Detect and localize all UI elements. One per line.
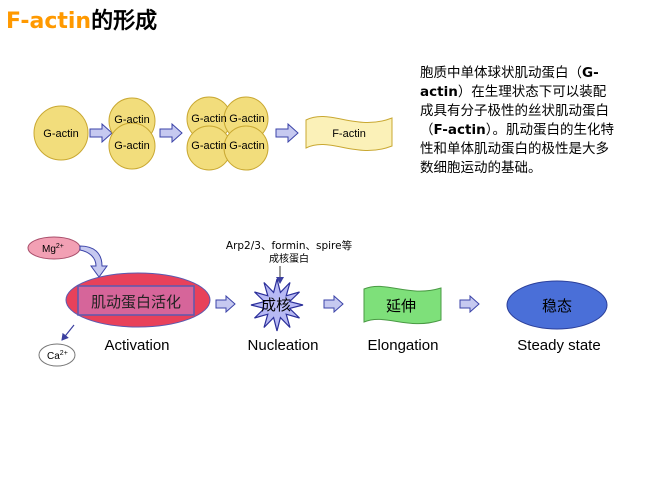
ca-label: Ca2+ — [47, 350, 68, 362]
activation-rect — [77, 285, 195, 316]
desc-g-actin: G- actin — [420, 65, 599, 100]
desc-part-3: ）。肌动蛋白的生化特性和单体肌动蛋白的极性是大多数细胞运动的基础。 — [420, 122, 614, 176]
tetramer-label: G-actin — [229, 113, 264, 125]
filament-shape — [305, 116, 393, 151]
nucleators-line2: 成核蛋白 — [269, 252, 309, 265]
nucleation-star — [250, 278, 304, 332]
slide-title: F-actin的形成 — [6, 3, 157, 35]
dimer-circle-bottom — [108, 122, 156, 170]
filament-label: F-actin — [332, 128, 366, 140]
elongation-label-en: Elongation — [368, 337, 439, 354]
g-actin-monomer: G-actin — [33, 105, 89, 161]
steady-state-ellipse — [506, 280, 608, 330]
activation-label-zh: 肌动蛋白活化 — [91, 293, 181, 311]
elongation-shape — [363, 285, 442, 325]
monomer-label: G-actin — [43, 128, 78, 140]
nucleation-label-en: Nucleation — [248, 337, 319, 354]
dimer-label-top: G-actin — [114, 114, 149, 126]
tetramer-circle — [223, 125, 269, 171]
ca-ion: Ca2+ — [38, 343, 76, 367]
g-actin-dimer: G-actin G-actin — [108, 97, 156, 170]
nucleation-label-zh: 成核 — [261, 296, 291, 314]
activation-label-en: Activation — [104, 337, 169, 354]
steady-state-label-zh: 稳态 — [542, 297, 572, 315]
description-text: 胞质中单体球状肌动蛋白（G- actin）在生理状态下可以装配成具有分子极性的丝… — [420, 64, 616, 178]
f-actin-filament: F-actin — [305, 116, 393, 151]
arrow-icon — [89, 122, 113, 144]
arrow-icon — [159, 122, 183, 144]
mg-ion: Mg2+ — [27, 236, 81, 260]
mg-label: Mg2+ — [42, 243, 64, 255]
dimer-label-bottom: G-actin — [114, 140, 149, 152]
arrow-icon — [275, 122, 299, 144]
tetramer-label: G-actin — [229, 140, 264, 152]
curved-arrow-icon — [79, 245, 108, 278]
activation-step: 肌动蛋白活化 Activation — [65, 272, 211, 354]
title-zh: 的形成 — [91, 9, 158, 34]
arrow-icon — [215, 294, 236, 314]
title-en: F-actin — [6, 9, 92, 34]
desc-part-2: ）在生理状态下可以装配成具有分子极性的丝状肌动蛋白（ — [420, 84, 609, 138]
nucleation-step: 成核 Nucleation — [248, 278, 319, 354]
arrow-icon — [323, 294, 344, 314]
g-actin-tetramer: G-actin G-actin G-actin G-actin — [186, 96, 269, 171]
elongation-step: 延伸 Elongation — [363, 285, 442, 354]
nucleators: Arp2/3、formin、spire等 成核蛋白 — [226, 239, 353, 284]
nucleators-line1: Arp2/3、formin、spire等 — [226, 239, 353, 252]
desc-f-actin: F-actin — [433, 122, 486, 138]
desc-part-1: 胞质中单体球状肌动蛋白（ — [420, 65, 582, 81]
monomer-circle — [33, 105, 89, 161]
tetramer-label: G-actin — [191, 113, 226, 125]
steady-state-label-en: Steady state — [517, 337, 600, 354]
tetramer-label: G-actin — [191, 140, 226, 152]
elongation-label-zh: 延伸 — [386, 297, 416, 315]
steady-state-step: 稳态 Steady state — [506, 280, 608, 354]
ca-release-arrow — [61, 324, 75, 341]
arrow-icon — [459, 294, 480, 314]
ca-ellipse — [38, 343, 76, 367]
